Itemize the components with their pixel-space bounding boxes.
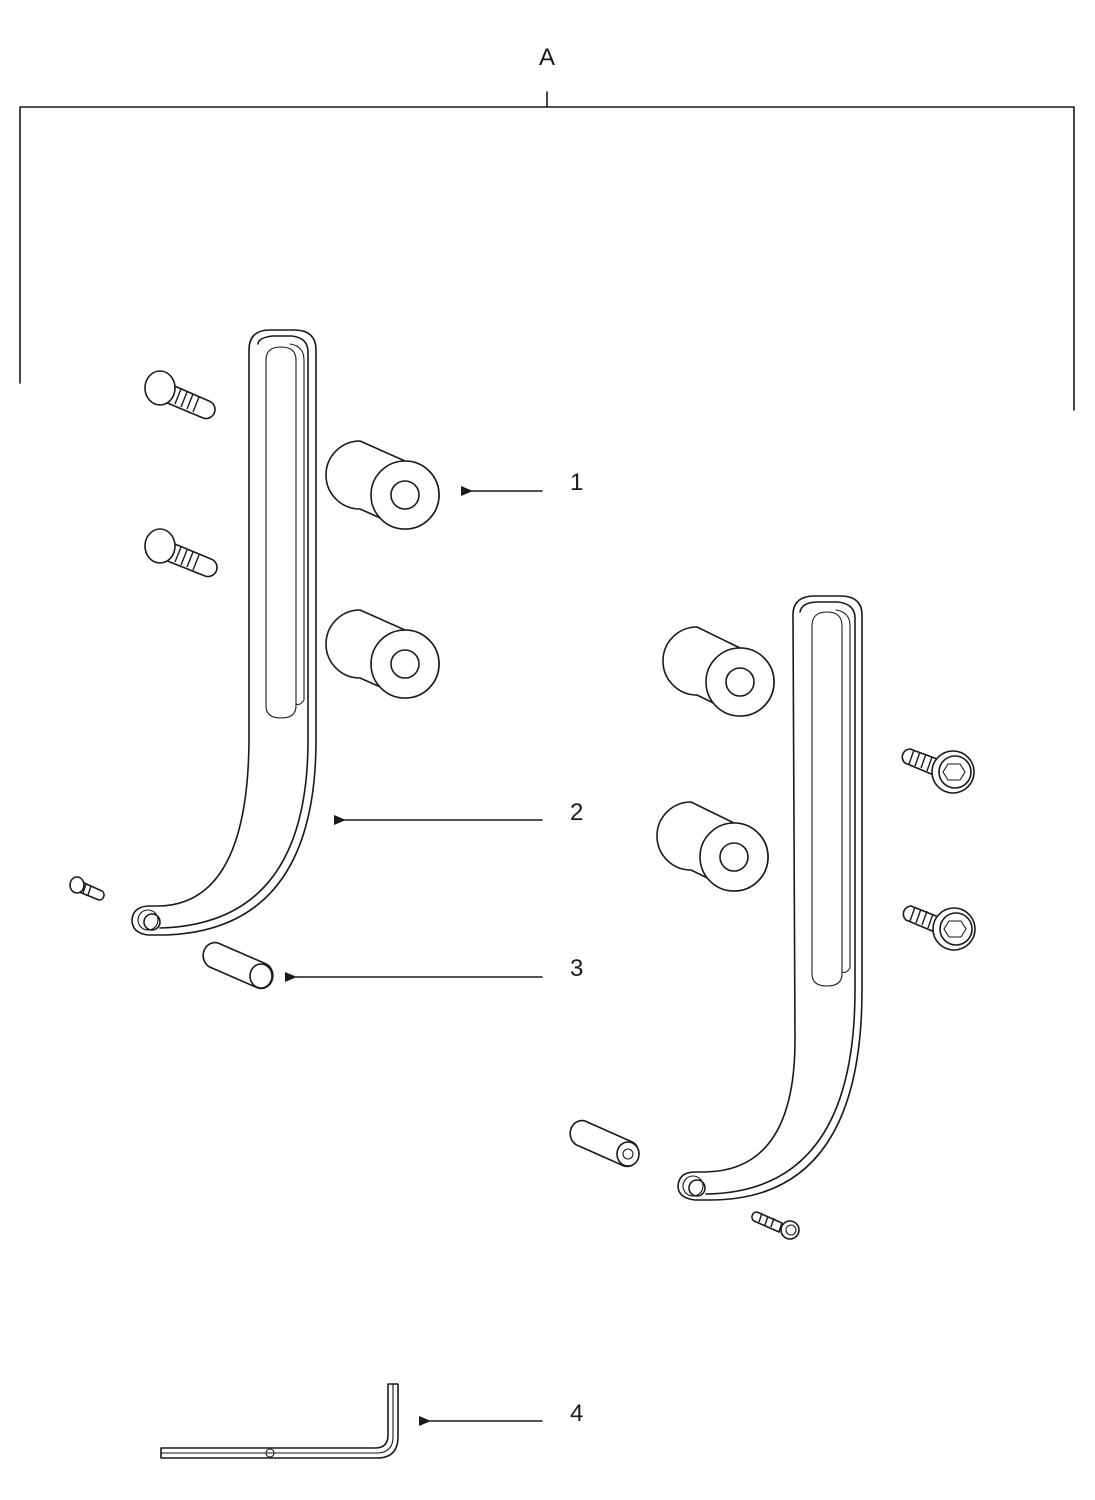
callout-label-1: 1 (570, 469, 583, 496)
callout-1: 1 (461, 469, 583, 496)
callout-label-2: 2 (570, 799, 583, 826)
left-bracket-arm (131, 329, 317, 936)
group-label: A (539, 44, 555, 71)
pin-left (202, 941, 274, 990)
small-screw-right (751, 1211, 800, 1240)
screw-right-upper (901, 748, 975, 794)
callout-3: 3 (285, 955, 583, 982)
screw-right-lower (902, 905, 976, 951)
callout-label-4: 4 (570, 1400, 583, 1427)
right-bracket-arm (677, 595, 863, 1201)
callout-label-3: 3 (570, 955, 583, 982)
callout-4: 4 (419, 1400, 583, 1427)
spacer-right-upper (662, 626, 775, 717)
callout-2: 2 (334, 799, 583, 826)
spacer-right-lower (656, 801, 769, 892)
screw-left-upper (144, 370, 216, 420)
screw-left-lower (144, 528, 218, 578)
group-bracket: A (19, 44, 1075, 411)
small-screw-left (69, 876, 105, 901)
hex-key (160, 1383, 399, 1459)
spacer-left-upper (325, 440, 440, 530)
spacer-left-lower (325, 609, 440, 699)
pin-right (569, 1119, 640, 1168)
